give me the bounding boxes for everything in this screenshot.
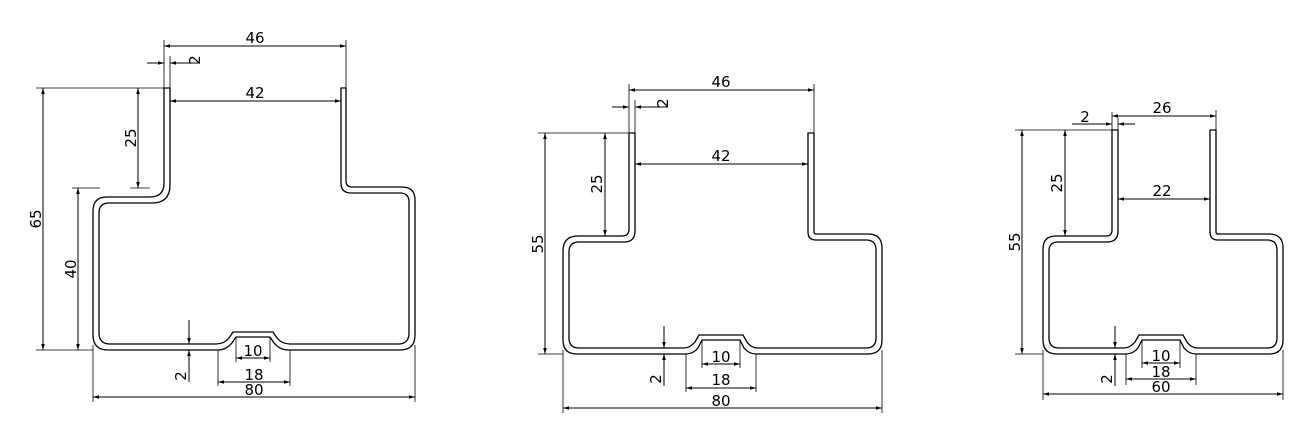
profile-2-outline [562,132,883,355]
p2-label-thickness-bottom: 2 [647,374,665,384]
p2-label-groove-inner: 10 [711,348,730,366]
p1-label-total-height: 65 [27,209,45,228]
p1-label-inner-gap: 42 [245,84,264,102]
p2-label-total-width: 80 [711,392,730,410]
p3-label-groove-outer: 18 [1151,363,1170,381]
p3-label-top-width: 26 [1152,99,1171,117]
p1-label-thickness-bottom: 2 [172,371,190,381]
p2-label-top-width: 46 [711,73,730,91]
profile-3: 26 2 22 25 55 2 10 18 [1006,99,1284,400]
profile-1: 46 2 42 25 65 40 2 10 [27,29,416,402]
p1-label-thickness-top: 2 [186,55,204,65]
p3-label-inner-gap: 22 [1152,182,1171,200]
p1-label-body-height: 40 [62,259,80,278]
p3-label-thickness-top: 2 [1080,108,1090,126]
profile-1-outline [92,87,416,351]
p3-label-total-width: 60 [1151,378,1170,396]
p2-label-flange-height: 25 [588,174,606,193]
p3-label-groove-inner: 10 [1151,347,1170,365]
p2-label-groove-outer: 18 [711,371,730,389]
p1-label-top-width: 46 [245,29,264,47]
p2-label-inner-gap: 42 [711,147,730,165]
p3-label-thickness-bottom: 2 [1098,374,1116,384]
profile-2: 46 2 42 25 55 2 10 18 [529,73,883,413]
p1-label-groove-inner: 10 [243,342,262,360]
p1-label-groove-outer: 18 [244,366,263,384]
p3-label-total-height: 55 [1006,232,1024,251]
p1-label-total-width: 80 [244,381,263,399]
p2-label-total-height: 55 [529,234,547,253]
p1-label-flange-height: 25 [122,128,140,147]
profile-3-outline [1042,129,1284,355]
p3-label-flange-height: 25 [1048,173,1066,192]
p2-label-thickness-top: 2 [654,98,672,108]
